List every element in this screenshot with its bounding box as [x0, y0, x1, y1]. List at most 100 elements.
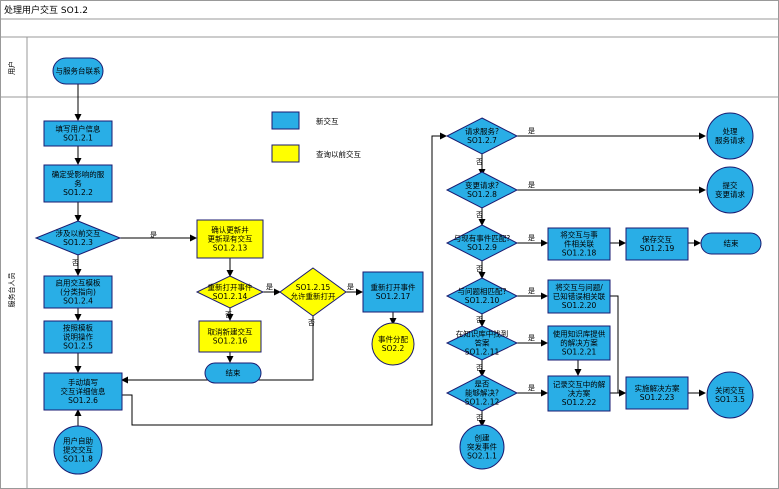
node-c22-shape: [371, 322, 415, 366]
node-n1218-shape: [547, 227, 611, 261]
node-end2-shape: [700, 232, 762, 255]
node-n1222-label: 决方案: [568, 388, 591, 398]
yes-label-123: 是: [150, 231, 157, 239]
node-end2: 结束: [700, 232, 762, 255]
node-n1213-shape: [196, 219, 264, 259]
node-d127: 请求服务?SO1.2.7: [445, 117, 519, 155]
node-n1217-shape: [362, 271, 424, 313]
node-d129-label: 与现有事件匹配?: [454, 233, 510, 243]
node-c_chg-shape: [706, 166, 754, 214]
node-n1221-label: 使用知识库提供: [553, 329, 606, 339]
legend-new-swatch: [271, 111, 300, 130]
node-n1220-label: 已知错误相关联: [553, 291, 606, 301]
node-d1211-label: 答案: [475, 338, 490, 348]
node-c211-label: 突发事件: [467, 442, 497, 452]
node-c_chg-label: 变更请求: [715, 189, 745, 199]
node-n1223-label: 实施解决方案: [635, 383, 680, 393]
node-contact-label: 与服务台联系: [56, 66, 101, 76]
node-d127-label: SO1.2.7: [467, 136, 497, 145]
node-end2-label: 结束: [724, 238, 739, 248]
node-n124-label: 启用交互模板: [56, 278, 101, 288]
node-n121-label: 填写用户信息: [56, 124, 101, 134]
yes-label-129: 是: [528, 234, 535, 242]
node-c118-label: SO1.1.8: [63, 455, 93, 464]
node-n125-shape: [43, 320, 113, 354]
node-n125-label: 说明操作: [63, 332, 93, 342]
node-n1218-label: SO1.2.18: [562, 249, 597, 258]
node-d128-label: SO1.2.8: [467, 190, 497, 199]
node-c135-label: 关闭交互: [715, 385, 745, 395]
node-end1-label: 结束: [226, 368, 241, 378]
node-n121-shape: [43, 120, 113, 147]
node-d1214-label: SO1.2.14: [213, 292, 248, 301]
node-d129-shape: [445, 224, 519, 262]
node-d1212-label: 是否: [475, 380, 490, 389]
node-d128: 变更请求?SO1.2.8: [445, 171, 519, 209]
node-n124: 启用交互模板(分类指向)SO1.2.4: [43, 275, 113, 309]
node-d1211-label: SO1.2.11: [465, 348, 500, 357]
node-end1: 结束: [204, 362, 262, 384]
node-n1222-label: SO1.2.22: [562, 398, 597, 407]
node-end1-shape: [204, 362, 262, 384]
node-d128-shape: [445, 171, 519, 209]
no-label-1214: 否: [225, 311, 232, 319]
node-n125-label: SO1.2.5: [63, 342, 93, 351]
node-n1213-label: 更新现有交互: [208, 234, 253, 244]
lane-agent-label: 服务台人员: [7, 273, 16, 308]
node-n1221-label: 的解决方案: [560, 338, 598, 348]
node-d1210: 与问题相匹配?SO1.2.10: [445, 277, 519, 315]
yes-label-1212: 是: [528, 384, 535, 392]
node-n1219-label: SO1.2.19: [640, 244, 675, 253]
node-c118-shape: [53, 425, 103, 475]
node-d1210-label: SO1.2.10: [465, 296, 500, 305]
node-n1221-shape: [547, 325, 611, 361]
no-label-1210: 否: [476, 316, 483, 324]
node-d1214-shape: [195, 275, 265, 309]
node-d127-shape: [445, 117, 519, 155]
node-c22-label: SO2.2: [382, 344, 405, 353]
node-n1217-label: SO1.2.17: [376, 292, 411, 301]
no-label-1212: 否: [476, 414, 483, 422]
node-n1222-label: 记录交互中的解: [553, 379, 606, 389]
edge-126-127: [122, 132, 447, 426]
no-label-129: 否: [476, 265, 483, 273]
node-d123-shape: [34, 220, 122, 256]
node-n1220-shape: [547, 279, 611, 314]
yes-label-1210: 是: [528, 287, 535, 295]
node-n1213-label: 确认更新并: [211, 225, 249, 235]
node-c135-label: SO1.3.5: [715, 395, 745, 404]
node-n1222-shape: [547, 375, 611, 412]
node-n1221-label: SO1.2.21: [562, 348, 597, 357]
node-d1212-label: 能够解决?: [465, 388, 499, 398]
no-label-128: 否: [476, 211, 483, 219]
yes-label-127: 是: [528, 127, 535, 135]
node-c_svc-label: 服务请求: [715, 135, 745, 145]
node-c_chg-label: 提交: [723, 180, 738, 190]
no-label-1211: 否: [476, 364, 483, 372]
node-n122-label: SO1.2.2: [63, 188, 93, 197]
node-d127-label: 请求服务?: [465, 126, 499, 136]
no-label-123: 否: [72, 259, 79, 267]
node-d1212-label: SO1.2.12: [465, 398, 500, 407]
node-c22-label: 事件分配: [378, 334, 408, 344]
node-n125-label: 按照模板: [63, 323, 93, 333]
node-n1219-shape: [625, 227, 689, 261]
